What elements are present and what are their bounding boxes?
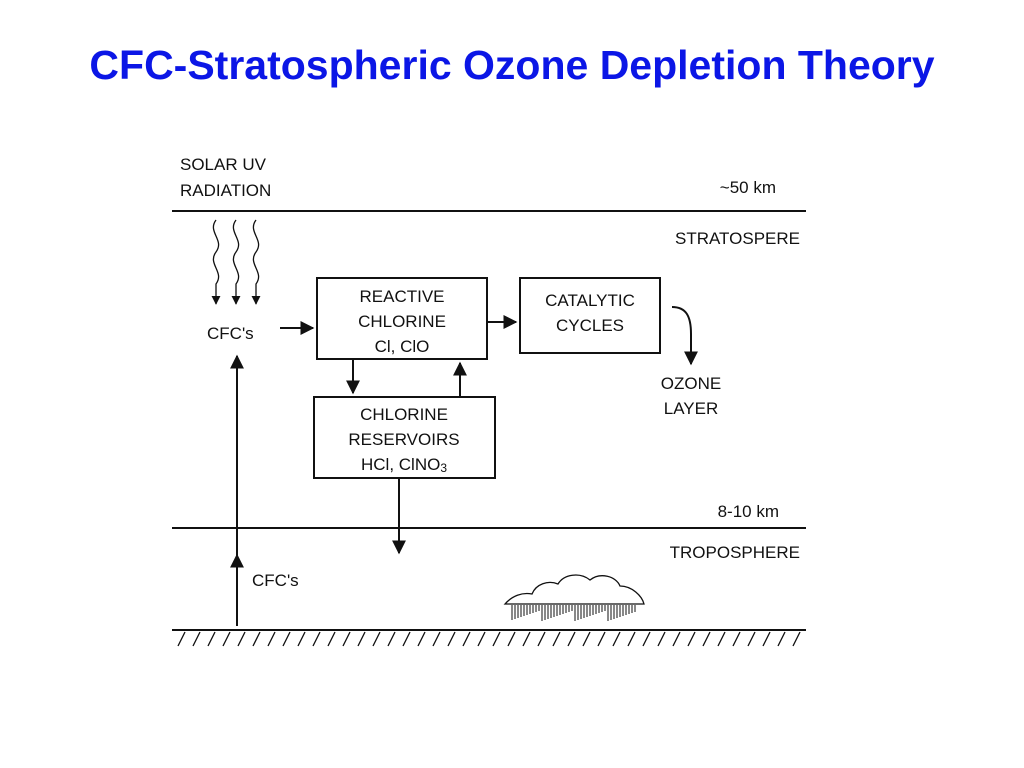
chlorine-reservoirs-label-line2: RESERVOIRS bbox=[348, 430, 459, 449]
altitude-8-10km-label: 8-10 km bbox=[718, 502, 779, 521]
catalytic-to-ozone-arrow bbox=[671, 306, 698, 366]
chlorine-reservoirs-box bbox=[313, 396, 496, 479]
chlorine-reservoirs-label: CHLORINE bbox=[360, 405, 448, 424]
reactive-chlorine-label: REACTIVE bbox=[359, 287, 444, 306]
altitude-50km-label: ~50 km bbox=[720, 178, 776, 197]
catalytic-cycles-label-line2: CYCLES bbox=[556, 316, 624, 335]
cfcs-troposphere-label: CFC's bbox=[252, 571, 299, 590]
reactive-chlorine-species: Cl, ClO bbox=[375, 337, 430, 356]
reactive-chlorine-label-line2: CHLORINE bbox=[358, 312, 446, 331]
stratosphere-label: STRATOSPERE bbox=[675, 229, 800, 248]
catalytic-cycles-box bbox=[519, 277, 661, 354]
rain-cloud-icon bbox=[503, 574, 645, 621]
ozone-layer-label: OZONE bbox=[661, 374, 721, 393]
ozone-layer-label-line2: LAYER bbox=[664, 399, 719, 418]
ground-hatching bbox=[177, 631, 801, 647]
cfcs-stratosphere-label: CFC's bbox=[207, 324, 254, 343]
reactive-chlorine-box bbox=[316, 277, 488, 360]
slide-title: CFC-Stratospheric Ozone Depletion Theory bbox=[89, 42, 935, 88]
solar-uv-label-line2: RADIATION bbox=[180, 181, 271, 200]
troposphere-label: TROPOSPHERE bbox=[670, 543, 800, 562]
chlorine-reservoirs-species: HCl, ClNO3 bbox=[361, 455, 447, 475]
uv-radiation-arrows-icon bbox=[211, 219, 261, 305]
solar-uv-label: SOLAR UV bbox=[180, 155, 267, 174]
catalytic-cycles-label: CATALYTIC bbox=[545, 291, 635, 310]
